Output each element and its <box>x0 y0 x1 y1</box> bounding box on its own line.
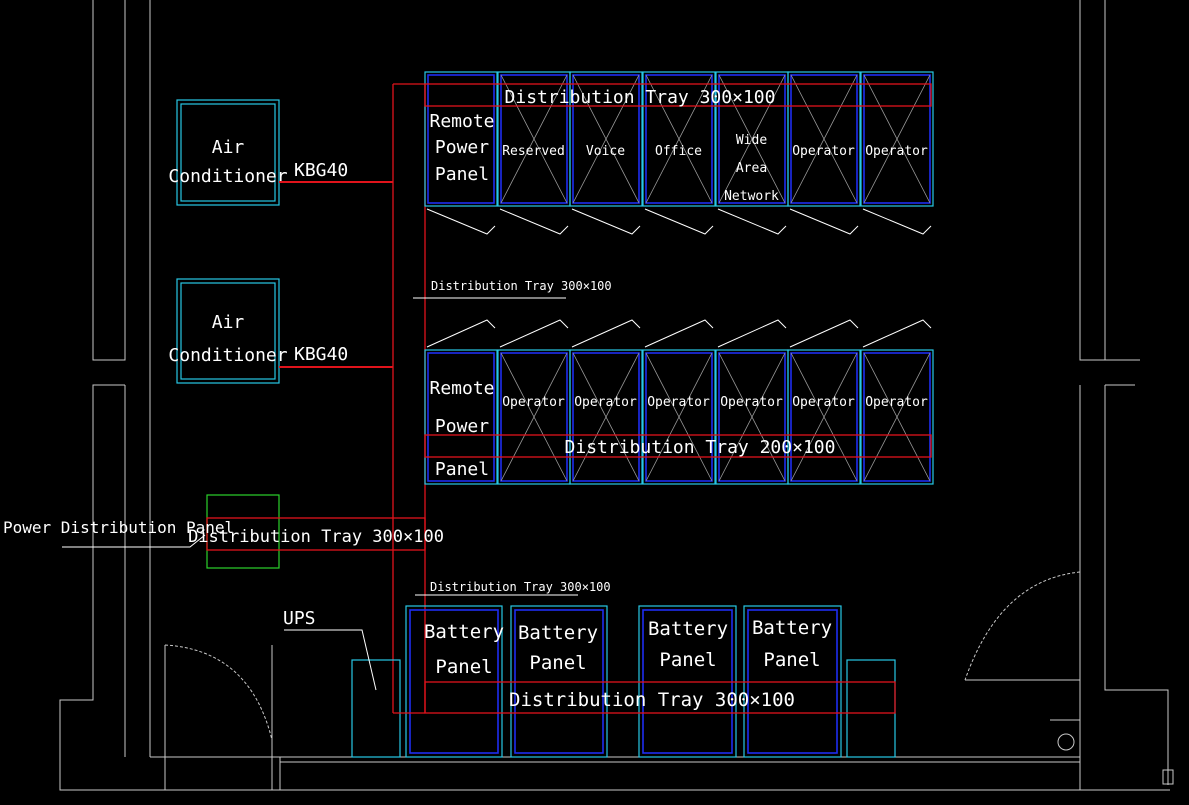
second-rack-3-label-1: Operator <box>647 395 710 410</box>
battery-2-line1: Battery <box>518 622 598 644</box>
top-cabinet-4: Office <box>642 71 716 235</box>
top-cabinet-2: Reserved <box>497 71 571 235</box>
top-tray <box>424 83 932 107</box>
top-cabinet-6: Operator <box>787 71 861 235</box>
battery-panel-1: Battery Panel <box>405 605 504 758</box>
air-conditioner-1: Air Conditioner KBG40 <box>168 99 348 206</box>
second-cabinet-5: Operator <box>715 319 789 485</box>
second-cabinet-6: Operator <box>787 319 861 485</box>
ac-1-line2: Conditioner <box>168 166 287 187</box>
second-remote-line3: Panel <box>435 459 489 480</box>
second-cabinet-3: Operator <box>569 319 643 485</box>
top-rack-1-label-1: Reserved <box>502 144 565 159</box>
second-cabinet-7: Operator <box>860 319 934 485</box>
power-distribution-panel: Distribution Tray 300×100 Power Distribu… <box>3 494 444 569</box>
bottom-tray-label: Distribution Tray 300×100 <box>509 689 795 711</box>
top-rack-6-label-1: Operator <box>865 144 928 159</box>
battery-1-line2: Panel <box>435 656 492 678</box>
second-tray <box>424 434 932 458</box>
top-rack-4-label-1: Wide <box>736 133 767 148</box>
second-cabinet-4: Operator <box>642 319 716 485</box>
top-remote-line2: Power <box>435 137 489 158</box>
ac-2-conduit-label: KBG40 <box>294 344 348 365</box>
ac-2-line1: Air <box>212 312 245 333</box>
battery-3-line2: Panel <box>659 649 716 671</box>
lower-tray-annotation: Distribution Tray 300×100 <box>415 580 611 596</box>
battery-2-line2: Panel <box>529 652 586 674</box>
battery-panel-2: Battery Panel <box>510 605 608 758</box>
ac-1-conduit-label: KBG40 <box>294 160 348 181</box>
second-remote-line2: Power <box>435 416 489 437</box>
second-rack-6-label-1: Operator <box>865 395 928 410</box>
top-rack-4-label-3: Network <box>724 189 779 204</box>
second-tray-label: Distribution Tray 200×100 <box>565 437 836 458</box>
second-cabinet-1 <box>424 319 498 485</box>
top-rack-2-label-1: Voice <box>586 144 625 159</box>
middle-tray-label: Distribution Tray 300×100 <box>431 279 612 293</box>
second-rack-2-label-1: Operator <box>574 395 637 410</box>
pdp-tray-label: Distribution Tray 300×100 <box>188 527 444 547</box>
lower-tray-label: Distribution Tray 300×100 <box>430 580 611 594</box>
ups-label: UPS <box>283 608 316 629</box>
top-remote-line1: Remote <box>429 111 494 132</box>
top-cabinet-1 <box>424 71 498 235</box>
second-rack-4-label-1: Operator <box>720 395 783 410</box>
air-conditioner-2: Air Conditioner KBG40 <box>168 278 348 384</box>
top-rack-4-label-2: Area <box>736 161 767 176</box>
middle-tray-annotation: Distribution Tray 300×100 <box>413 279 612 299</box>
battery-4-line2: Panel <box>763 649 820 671</box>
second-cabinet-2: Operator <box>497 319 571 485</box>
battery-1-line1: Battery <box>424 621 504 643</box>
battery-panels: Battery Panel Battery Panel Battery Pane… <box>405 605 842 758</box>
second-rack-5-label-1: Operator <box>792 395 855 410</box>
pdp-label: Power Distribution Panel <box>3 518 234 537</box>
bottom-tray: Distribution Tray 300×100 <box>393 681 896 714</box>
top-tray-label: Distribution Tray 300×100 <box>505 87 776 108</box>
second-rack-row: Operator Operator Operator Operator Operator… <box>424 319 934 485</box>
ac-1-line1: Air <box>212 137 245 158</box>
second-rack-1-label-1: Operator <box>502 395 565 410</box>
top-cabinet-7: Operator <box>860 71 934 235</box>
walls <box>59 0 1174 791</box>
top-remote-line3: Panel <box>435 164 489 185</box>
battery-4-line1: Battery <box>752 617 832 639</box>
top-rack-5-label-1: Operator <box>792 144 855 159</box>
second-remote-line1: Remote <box>429 378 494 399</box>
top-rack-3-label-1: Office <box>655 144 702 159</box>
battery-3-line1: Battery <box>648 618 728 640</box>
ac-2-line2: Conditioner <box>168 345 287 366</box>
top-cabinet-3: Voice <box>569 71 643 235</box>
